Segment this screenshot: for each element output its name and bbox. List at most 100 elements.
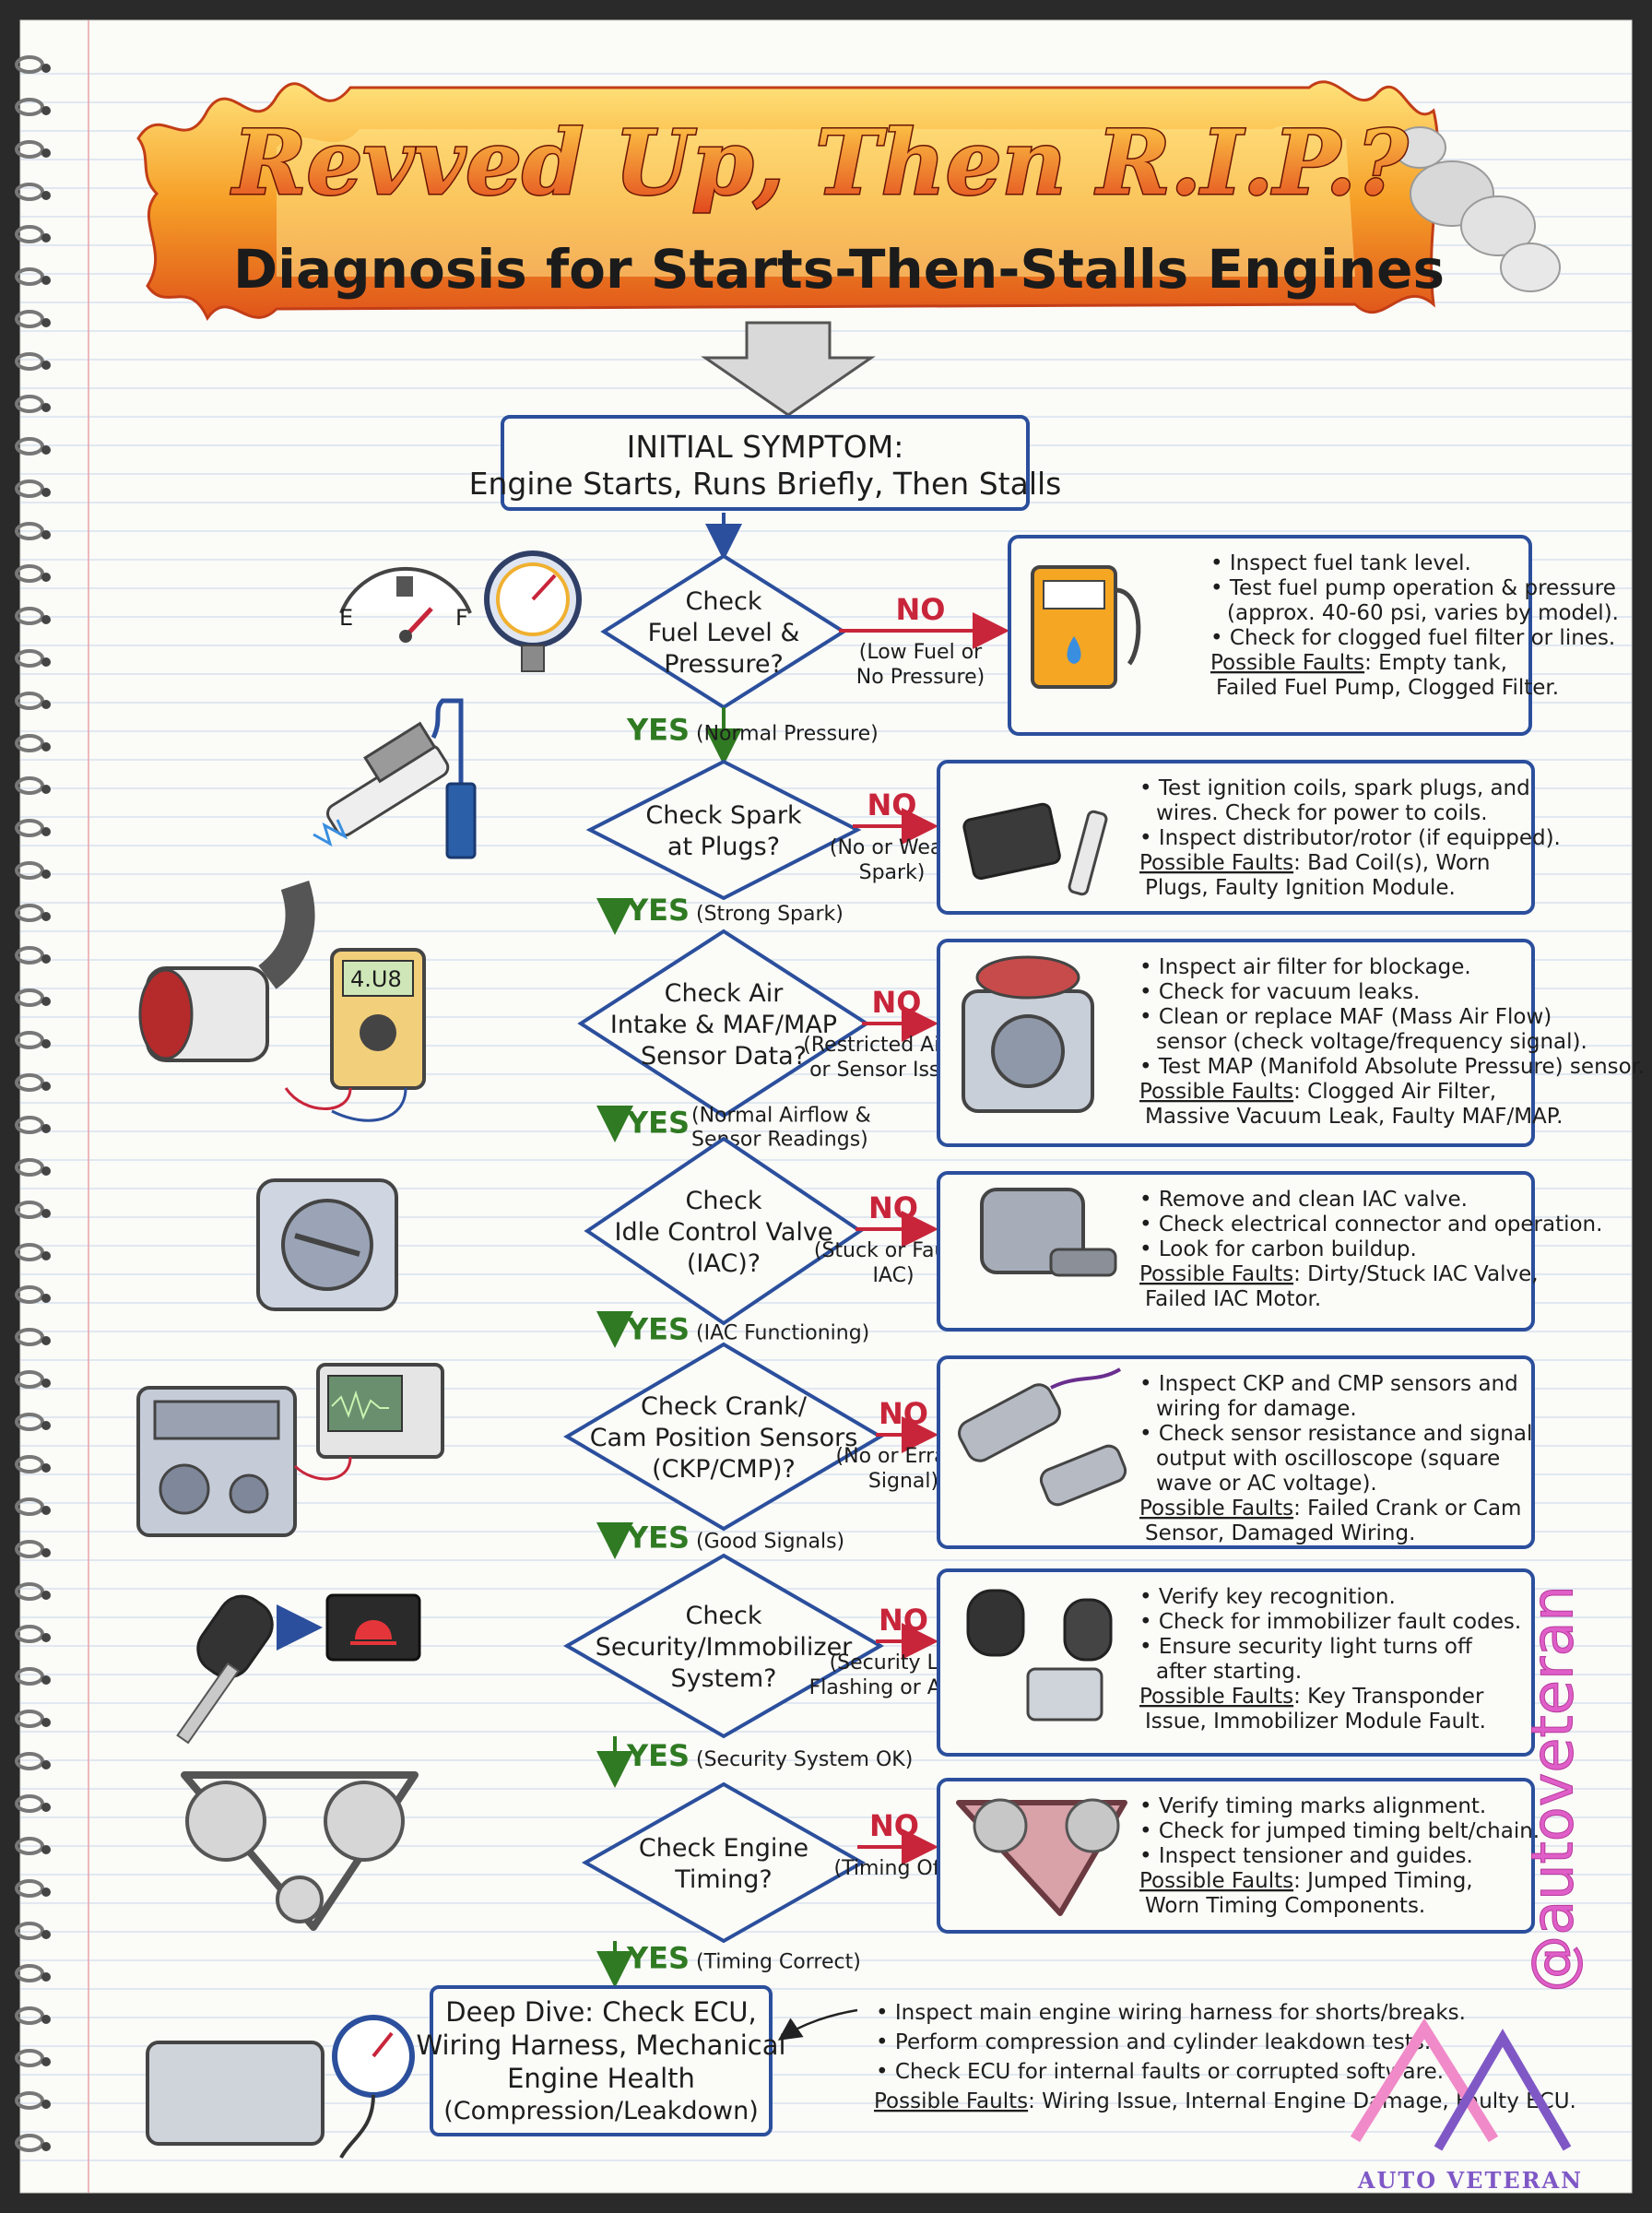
- decision-text: Fuel Level &: [648, 619, 800, 647]
- decision-text: Idle Control Valve: [615, 1218, 833, 1247]
- possible-faults: Possible Faults: Bad Coil(s), Worn: [1139, 851, 1491, 875]
- initial-symptom-text: Engine Starts, Runs Briefly, Then Stalls: [469, 466, 1062, 502]
- decision-text: Timing?: [674, 1865, 773, 1894]
- decision-text: Check: [685, 1602, 761, 1630]
- no-note: (No or Weak: [830, 836, 954, 859]
- no-label: NO: [896, 592, 946, 627]
- no-note: Spark): [859, 861, 926, 884]
- action-box: [1008, 535, 1532, 736]
- action-bullet: wiring for damage.: [1156, 1397, 1357, 1421]
- final-line-2: Wiring Harness, Mechanical: [416, 2030, 785, 2061]
- pressure-gauge-icon: [484, 550, 582, 672]
- action-bullet: sensor (check voltage/frequency signal).: [1156, 1030, 1587, 1054]
- possible-faults: Sensor, Damaged Wiring.: [1145, 1521, 1415, 1545]
- brand-name: AUTO VETERAN: [1357, 2167, 1584, 2194]
- decision-text: (CKP/CMP)?: [652, 1455, 796, 1484]
- decision-text: Check Spark: [645, 801, 802, 830]
- possible-faults: Worn Timing Components.: [1145, 1894, 1425, 1918]
- yes-note: (Normal Airflow &: [691, 1105, 871, 1128]
- action-bullet: • Check for jumped timing belt/chain.: [1139, 1819, 1540, 1843]
- possible-faults: Possible Faults: Key Transponder: [1139, 1685, 1484, 1709]
- final-step: Deep Dive: Check ECU, Wiring Harness, Me…: [416, 1985, 1576, 2136]
- final-bullet-2: • Perform compression and cylinder leakd…: [876, 2030, 1431, 2054]
- decision-diamond: [585, 759, 862, 901]
- decision-text: Check Air: [665, 979, 785, 1008]
- yes-label: YES: [626, 893, 690, 928]
- action-bullet: • Inspect fuel tank level.: [1210, 551, 1471, 575]
- yes-label: YES: [626, 1312, 690, 1347]
- final-box: [430, 1985, 773, 2136]
- action-bullet: • Clean or replace MAF (Mass Air Flow): [1139, 1005, 1552, 1029]
- svg-text:F: F: [455, 605, 468, 631]
- spiral-binding: [15, 55, 51, 2152]
- crank-sensor-icon: [958, 1367, 1127, 1507]
- action-bullet: output with oscilloscope (square: [1156, 1447, 1500, 1471]
- action-bullet: • Inspect air filter for blockage.: [1139, 955, 1471, 979]
- fuel-gauge-icon: E F: [339, 566, 472, 643]
- action-bullet: wave or AC voltage).: [1156, 1472, 1377, 1496]
- oscilloscope-icon: [293, 1363, 444, 1481]
- action-bullet: • Test ignition coils, spark plugs, and: [1139, 776, 1530, 800]
- final-bullet-3: • Check ECU for internal faults or corru…: [876, 2060, 1444, 2084]
- yes-label: YES: [626, 713, 690, 748]
- no-note: No Pressure): [856, 666, 985, 689]
- possible-faults: Possible Faults: Jumped Timing,: [1139, 1869, 1473, 1893]
- final-line-1: Deep Dive: Check ECU,: [445, 1996, 756, 2028]
- possible-faults: Failed Fuel Pump, Clogged Filter.: [1216, 676, 1559, 700]
- yes-label: YES: [626, 1738, 690, 1773]
- no-label: NO: [872, 985, 922, 1020]
- no-label: NO: [879, 1396, 928, 1431]
- possible-faults: Massive Vacuum Leak, Faulty MAF/MAP.: [1145, 1105, 1563, 1129]
- spark-plug-icon: [313, 698, 477, 859]
- no-label: NO: [867, 787, 917, 822]
- no-note: Signal): [868, 1470, 938, 1493]
- action-bullet: • Check electrical connector and operati…: [1139, 1213, 1602, 1237]
- action-bullet: • Check for immobilizer fault codes.: [1139, 1610, 1521, 1634]
- final-bullet-1: • Inspect main engine wiring harness for…: [876, 2001, 1466, 2025]
- decision-text: Cam Position Sensors: [590, 1424, 858, 1452]
- title-main: Revved Up, Then R.I.P.?: [230, 111, 1410, 215]
- multimeter-icon: 4.U8: [284, 948, 426, 1122]
- watermark-text: @autoveteran: [1518, 1585, 1587, 1994]
- decision-text: Check: [685, 587, 761, 616]
- yes-note: (IAC Functioning): [696, 1322, 869, 1345]
- decision-diamond: [562, 1553, 885, 1739]
- decision-text: Check: [685, 1187, 761, 1215]
- air-filter-icon: [138, 880, 315, 1062]
- step-5: Check Crank/Cam Position Sensors(CKP/CMP…: [563, 1342, 1535, 1559]
- initial-symptom-box: [501, 415, 1030, 511]
- yes-note: (Security System OK): [696, 1748, 913, 1771]
- no-label: NO: [879, 1603, 928, 1638]
- decision-diamond: [584, 1136, 864, 1326]
- decision-diamond: [563, 1342, 884, 1532]
- no-label: NO: [869, 1808, 919, 1843]
- ecu-and-gauge-icon: [146, 2015, 415, 2159]
- key-fob-icon: [966, 1589, 1113, 1722]
- action-bullet: • Check sensor resistance and signal: [1139, 1422, 1532, 1446]
- possible-faults: Possible Faults: Clogged Air Filter,: [1139, 1080, 1496, 1104]
- decision-text: Pressure?: [664, 650, 784, 679]
- fuel-pump-icon: [1031, 565, 1141, 689]
- action-bullet: • Ensure security light turns off: [1139, 1635, 1473, 1659]
- action-bullet: • Remove and clean IAC valve.: [1139, 1188, 1468, 1212]
- final-line-4: (Compression/Leakdown): [443, 2097, 759, 2125]
- decision-diamond: [581, 1781, 867, 1944]
- action-bullet: • Inspect tensioner and guides.: [1139, 1844, 1473, 1868]
- decision-text: (IAC)?: [687, 1249, 761, 1278]
- possible-faults: Possible Faults: Failed Crank or Cam: [1139, 1497, 1521, 1521]
- no-label: NO: [868, 1190, 918, 1225]
- yes-note: (Strong Spark): [696, 903, 844, 926]
- decision-text: at Plugs?: [667, 833, 780, 861]
- yes-note: (Normal Pressure): [696, 723, 879, 746]
- no-note: (Timing Off): [834, 1857, 955, 1880]
- initial-symptom-heading: INITIAL SYMPTOM:: [627, 429, 904, 465]
- action-box: [937, 1355, 1535, 1549]
- svg-text:E: E: [339, 605, 353, 631]
- security-light-icon: [325, 1593, 421, 1662]
- yes-label: YES: [626, 1106, 690, 1141]
